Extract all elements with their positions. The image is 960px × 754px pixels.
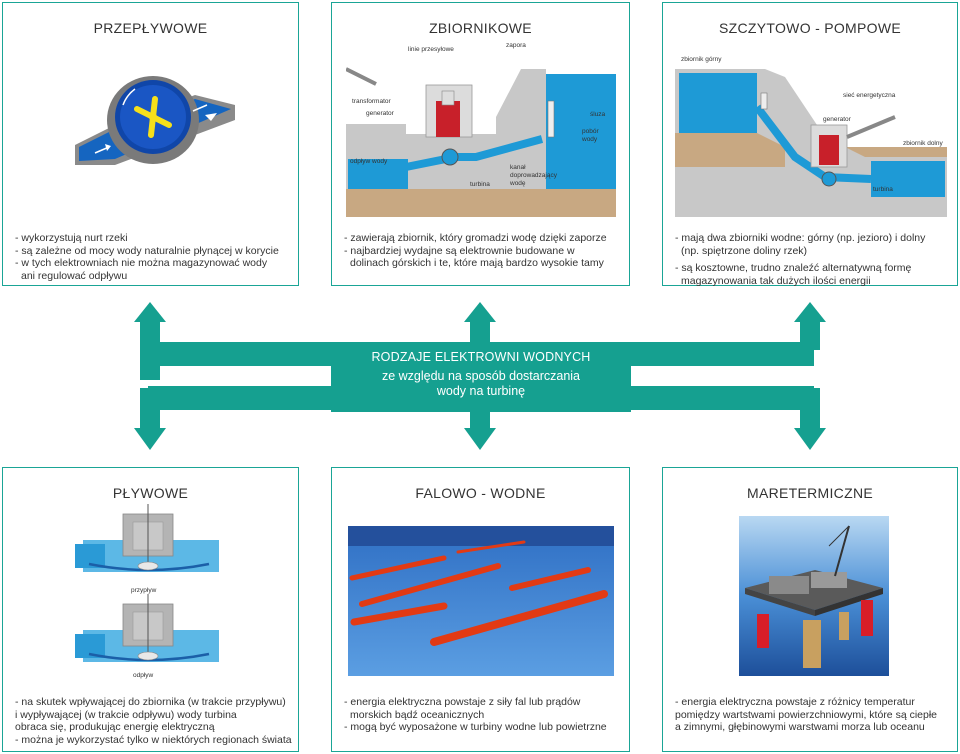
label-gorny: zbiornik górny xyxy=(681,56,722,63)
label-zapora: zapora xyxy=(506,42,526,49)
central-title-box: RODZAJE ELEKTROWNI WODNYCH ze względu na… xyxy=(331,342,631,412)
desc-line: - są kosztowne, trudno znaleźć alternaty… xyxy=(675,262,912,274)
card-description: - na skutek wpływającej do zbiornika (w … xyxy=(15,696,292,746)
desc-line: pomiędzy wartstwami powierzchniowymi, kt… xyxy=(675,708,938,721)
label-pobor: pobór xyxy=(582,128,599,135)
card-title: PŁYWOWE xyxy=(112,485,189,501)
wave-energy-illustration xyxy=(348,526,614,676)
label-linie: linie przesyłowe xyxy=(408,46,454,53)
tidal-plant-illustration: przypływ odpływ xyxy=(75,504,219,679)
card-plywowe: PŁYWOWE przypływ odpływ - na skutek wpły… xyxy=(2,467,299,752)
label-transformator: transformator xyxy=(352,98,391,105)
label-generator: generator xyxy=(366,110,395,117)
label-kanal-3: wodę xyxy=(509,180,526,187)
label-siec: sieć energetyczna xyxy=(843,92,896,99)
desc-line: a zimnymi, głębinowymi warstwami morza l… xyxy=(675,721,925,733)
label-pobor-2: wody xyxy=(581,136,598,143)
label-sluza: śluza xyxy=(590,111,606,118)
desc-line: morskich bądź oceanicznych xyxy=(350,708,485,721)
card-description: - energia elektryczna powstaje z siły fa… xyxy=(344,696,607,734)
desc-line: - można je wykorzystać tylko w niektóryc… xyxy=(15,733,292,746)
card-title: SZCZYTOWO - POMPOWE xyxy=(719,20,901,36)
card-title: ZBIORNIKOWE xyxy=(429,20,532,36)
ocean-thermal-platform-illustration xyxy=(739,516,889,676)
card-description: - energia elektryczna powstaje z różnicy… xyxy=(675,696,937,734)
desc-line: - mogą być wyposażone w turbiny wodne lu… xyxy=(344,721,607,733)
central-subtitle-line-1: ze względu na sposób dostarczania xyxy=(381,369,581,383)
label-turbina: turbina xyxy=(470,181,490,188)
central-title: RODZAJE ELEKTROWNI WODNYCH xyxy=(371,350,591,364)
desc-line: (np. spiętrzone doliny rzek) xyxy=(681,244,808,257)
reservoir-dam-illustration: linie przesyłowe zapora transformator ge… xyxy=(346,42,616,217)
desc-line: - wykorzystują nurt rzeki xyxy=(15,232,128,244)
card-description: - wykorzystują nurt rzeki - są zależne o… xyxy=(15,232,279,282)
desc-line: - na skutek wpływającej do zbiornika (w … xyxy=(15,696,286,708)
desc-line: - energia elektryczna powstaje z różnicy… xyxy=(675,696,915,708)
run-of-river-turbine-illustration xyxy=(75,76,235,165)
desc-line: - w tych elektrowniach nie można magazyn… xyxy=(15,257,268,269)
pumped-storage-illustration: zbiornik górny sieć energetyczna generat… xyxy=(675,56,947,217)
desc-line: - są zależne od mocy wody naturalnie pły… xyxy=(15,244,279,257)
label-odplyw: odpływ wody xyxy=(350,158,388,165)
desc-line: - zawierają zbiornik, który gromadzi wod… xyxy=(344,232,607,244)
desc-line: - najbardziej wydajne są elektrownie bud… xyxy=(344,244,575,257)
card-falowo-wodne: FALOWO - WODNE - energia elektryczna pow… xyxy=(331,467,630,752)
card-description: - zawierają zbiornik, który gromadzi wod… xyxy=(344,232,607,270)
desc-line: dolinach górskich i te, które mają bardz… xyxy=(350,257,604,269)
desc-line: i wypływającej (w trakcie odpływu) wody … xyxy=(15,708,237,721)
label-przyplyw: przypływ xyxy=(131,587,157,594)
desc-line: ani regulować odpływu xyxy=(21,269,128,282)
card-title: FALOWO - WODNE xyxy=(415,485,546,501)
label-generator: generator xyxy=(823,116,852,123)
card-szczytowo-pompowe: SZCZYTOWO - POMPOWE zbiornik górny sieć … xyxy=(662,2,958,287)
label-kanal: kanał xyxy=(510,164,526,171)
card-zbiornikowe: ZBIORNIKOWE linie przesyłowe zapora tran… xyxy=(331,2,630,286)
desc-line: - mają dwa zbiorniki wodne: górny (np. j… xyxy=(675,232,926,244)
desc-line: magazynowania tak dużych ilości energii xyxy=(681,274,871,287)
card-title: PRZEPŁYWOWE xyxy=(93,20,208,36)
card-description: - mają dwa zbiorniki wodne: górny (np. j… xyxy=(675,232,925,287)
card-maretermiczne: MARETERMICZNE - energia elektryczna pows… xyxy=(662,467,958,752)
label-kanal-2: doprowadzający xyxy=(510,172,558,179)
card-przeplywowe: PRZEPŁYWOWE - wykorzystują nurt rzeki - … xyxy=(2,2,299,286)
desc-line: obraca się, produkując energię elektrycz… xyxy=(15,721,215,733)
desc-line: - energia elektryczna powstaje z siły fa… xyxy=(344,696,581,708)
label-dolny: zbiornik dolny xyxy=(903,140,943,147)
label-odplyw: odpływ xyxy=(133,672,154,679)
central-subtitle-line-2: wody na turbinę xyxy=(436,384,526,398)
card-title: MARETERMICZNE xyxy=(746,485,873,501)
label-turbina: turbina xyxy=(873,186,893,193)
